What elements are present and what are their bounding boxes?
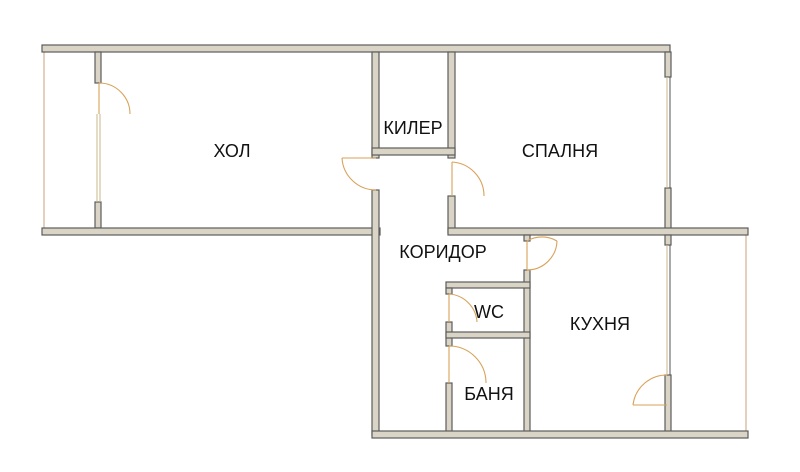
- room-label-hol: ХОЛ: [213, 141, 250, 161]
- room-label-spalnya: СПАЛНЯ: [522, 141, 598, 161]
- hol-kiler-wall: [371, 51, 380, 159]
- kuhnya-left-wall: [523, 269, 531, 436]
- kiler-spalnya-wall: [447, 51, 456, 159]
- banya-left-wall: [445, 382, 453, 436]
- spalnya-door: [451, 161, 485, 197]
- spalnya-bottom-wall: [447, 227, 749, 236]
- kuhnya-right-wall-bottom: [664, 374, 672, 434]
- hol-door: [341, 157, 377, 191]
- room-label-banya: БАНЯ: [464, 384, 513, 404]
- koridor-left-wall: [371, 189, 380, 436]
- spalnya-right-wall-bottom: [664, 187, 672, 233]
- room-label-wc: WC: [474, 302, 504, 322]
- bottom-wall: [371, 430, 749, 439]
- balcony-lines: [43, 52, 747, 433]
- wc-top-wall: [445, 281, 531, 289]
- wc-bottom-wall: [445, 331, 531, 339]
- room-label-kuhnya: КУХНЯ: [570, 314, 630, 334]
- wc-left-jamb-top: [445, 287, 453, 295]
- kuhnya-right-wall-top: [664, 234, 672, 246]
- walls: [41, 44, 749, 439]
- wc-door: [448, 293, 478, 323]
- hol-bottom-wall: [41, 227, 381, 236]
- hol-balcony-door: [98, 82, 131, 115]
- doors: [98, 82, 668, 406]
- hol-left-wall-top: [94, 51, 102, 84]
- room-label-koridor: КОРИДОР: [399, 242, 486, 262]
- kuhnya-balcony-door: [632, 374, 668, 406]
- windows: [96, 77, 671, 375]
- room-labels: ХОЛ КИЛЕР СПАЛНЯ КОРИДОР WC КУХНЯ БАНЯ: [213, 118, 630, 404]
- banya-door: [448, 345, 487, 384]
- hol-left-wall-bottom: [94, 201, 102, 229]
- kiler-bottom-wall: [371, 147, 456, 156]
- spalnya-right-wall-top: [664, 51, 672, 78]
- room-label-kiler: КИЛЕР: [383, 118, 442, 138]
- kuhnya-door: [526, 236, 558, 271]
- top-wall: [41, 44, 671, 53]
